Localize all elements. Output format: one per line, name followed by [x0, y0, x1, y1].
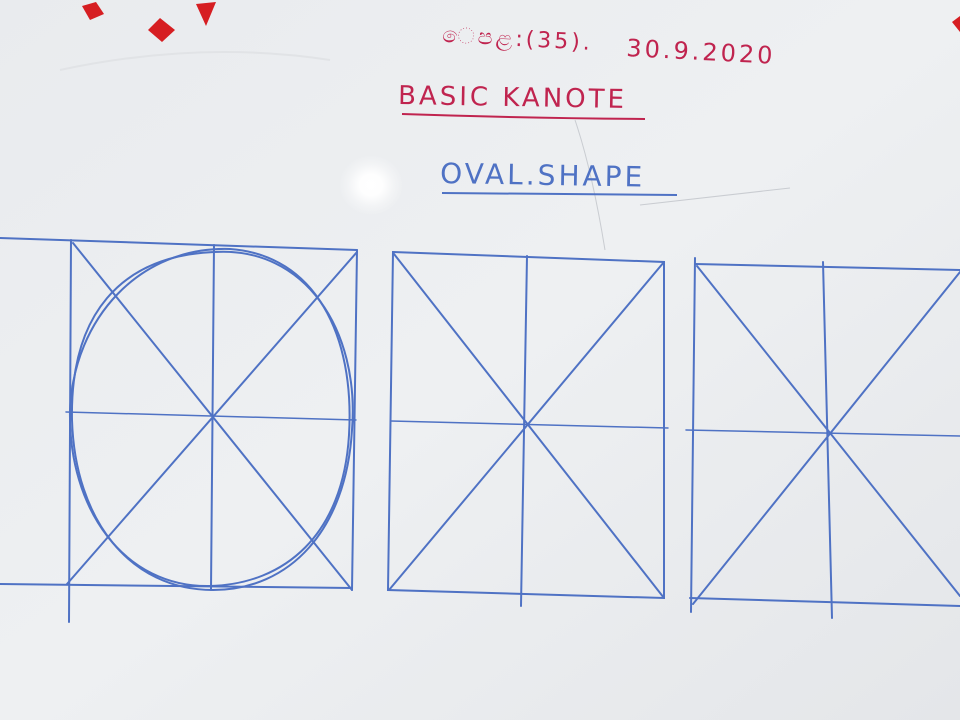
- frame-top-edge: [694, 263, 960, 271]
- subject-title-underline: [401, 113, 646, 120]
- frame-bottom-edge: [689, 597, 960, 607]
- diagonal-line: [388, 261, 665, 591]
- vertical-center-line: [822, 261, 833, 619]
- construction-frame: [386, 250, 669, 607]
- frame-left-edge: [690, 257, 696, 613]
- red-magnet-icon: [82, 2, 104, 20]
- board-scratch: [639, 187, 791, 206]
- oval-outline: [70, 250, 354, 592]
- diagonal-line: [696, 265, 960, 597]
- diagonal-line: [692, 271, 960, 605]
- red-magnet-icon: [952, 16, 960, 32]
- magnets: [82, 2, 960, 42]
- red-magnet-icon: [196, 2, 216, 26]
- board-scratch: [59, 51, 331, 71]
- diagonal-line: [393, 253, 665, 599]
- construction-frame: [685, 257, 960, 619]
- lesson-title: OVAL.SHAPE: [440, 157, 646, 194]
- oval-second-pass: [68, 247, 351, 588]
- light-glare: [339, 155, 403, 215]
- horizontal-center-line: [390, 420, 669, 429]
- extended-top-line: [0, 237, 358, 251]
- horizontal-center-line: [685, 429, 960, 437]
- construction-frame-with-oval: [0, 237, 358, 623]
- vertical-center-line: [520, 255, 528, 607]
- board-scratch: [574, 119, 606, 251]
- lesson-title-underline: [441, 192, 678, 196]
- red-magnet-icon: [148, 18, 175, 42]
- subject-title: BASIC KANOTE: [398, 81, 627, 115]
- diagonal-line: [66, 251, 358, 585]
